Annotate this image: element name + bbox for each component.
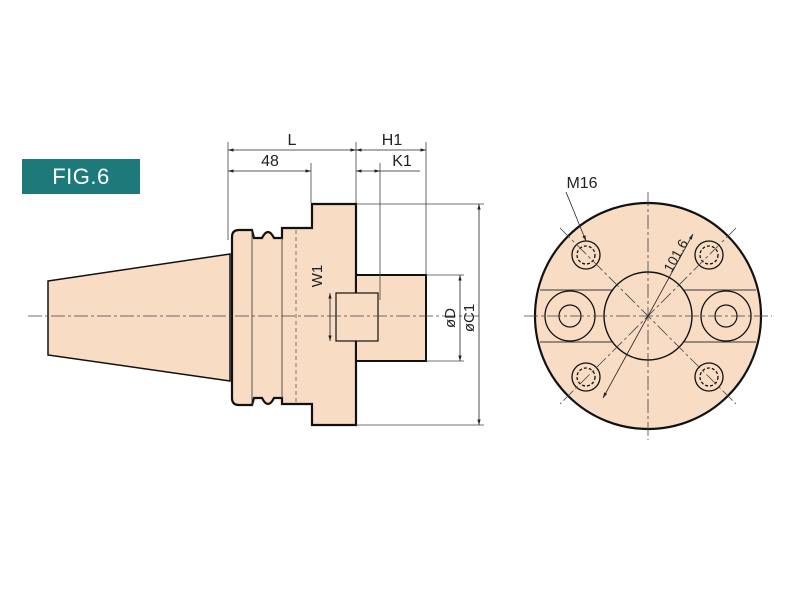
dim-label-C1: øC1 — [461, 304, 478, 332]
dim-label-D: øD — [442, 308, 459, 328]
side-view: L 48 H1 K1 W1 øD øC1 — [28, 132, 484, 427]
figure-label: FIG.6 — [22, 159, 140, 194]
taper-shank — [47, 253, 231, 382]
dim-label-W1: W1 — [309, 265, 326, 288]
extension-lines — [227, 142, 484, 426]
dim-label-K1: K1 — [392, 153, 412, 170]
tapped-holes — [571, 240, 724, 392]
thread-label: M16 — [566, 175, 597, 192]
thread-leader-line — [565, 191, 587, 242]
drive-key-slot — [335, 292, 379, 342]
dim-label-H1: H1 — [382, 132, 403, 149]
front-view: 101.6 M16 — [524, 175, 772, 440]
pcd-dimension-line — [602, 233, 694, 399]
dim-label-L: L — [288, 132, 297, 149]
dimension-lines — [228, 148, 481, 425]
dim-label-48: 48 — [261, 153, 279, 170]
